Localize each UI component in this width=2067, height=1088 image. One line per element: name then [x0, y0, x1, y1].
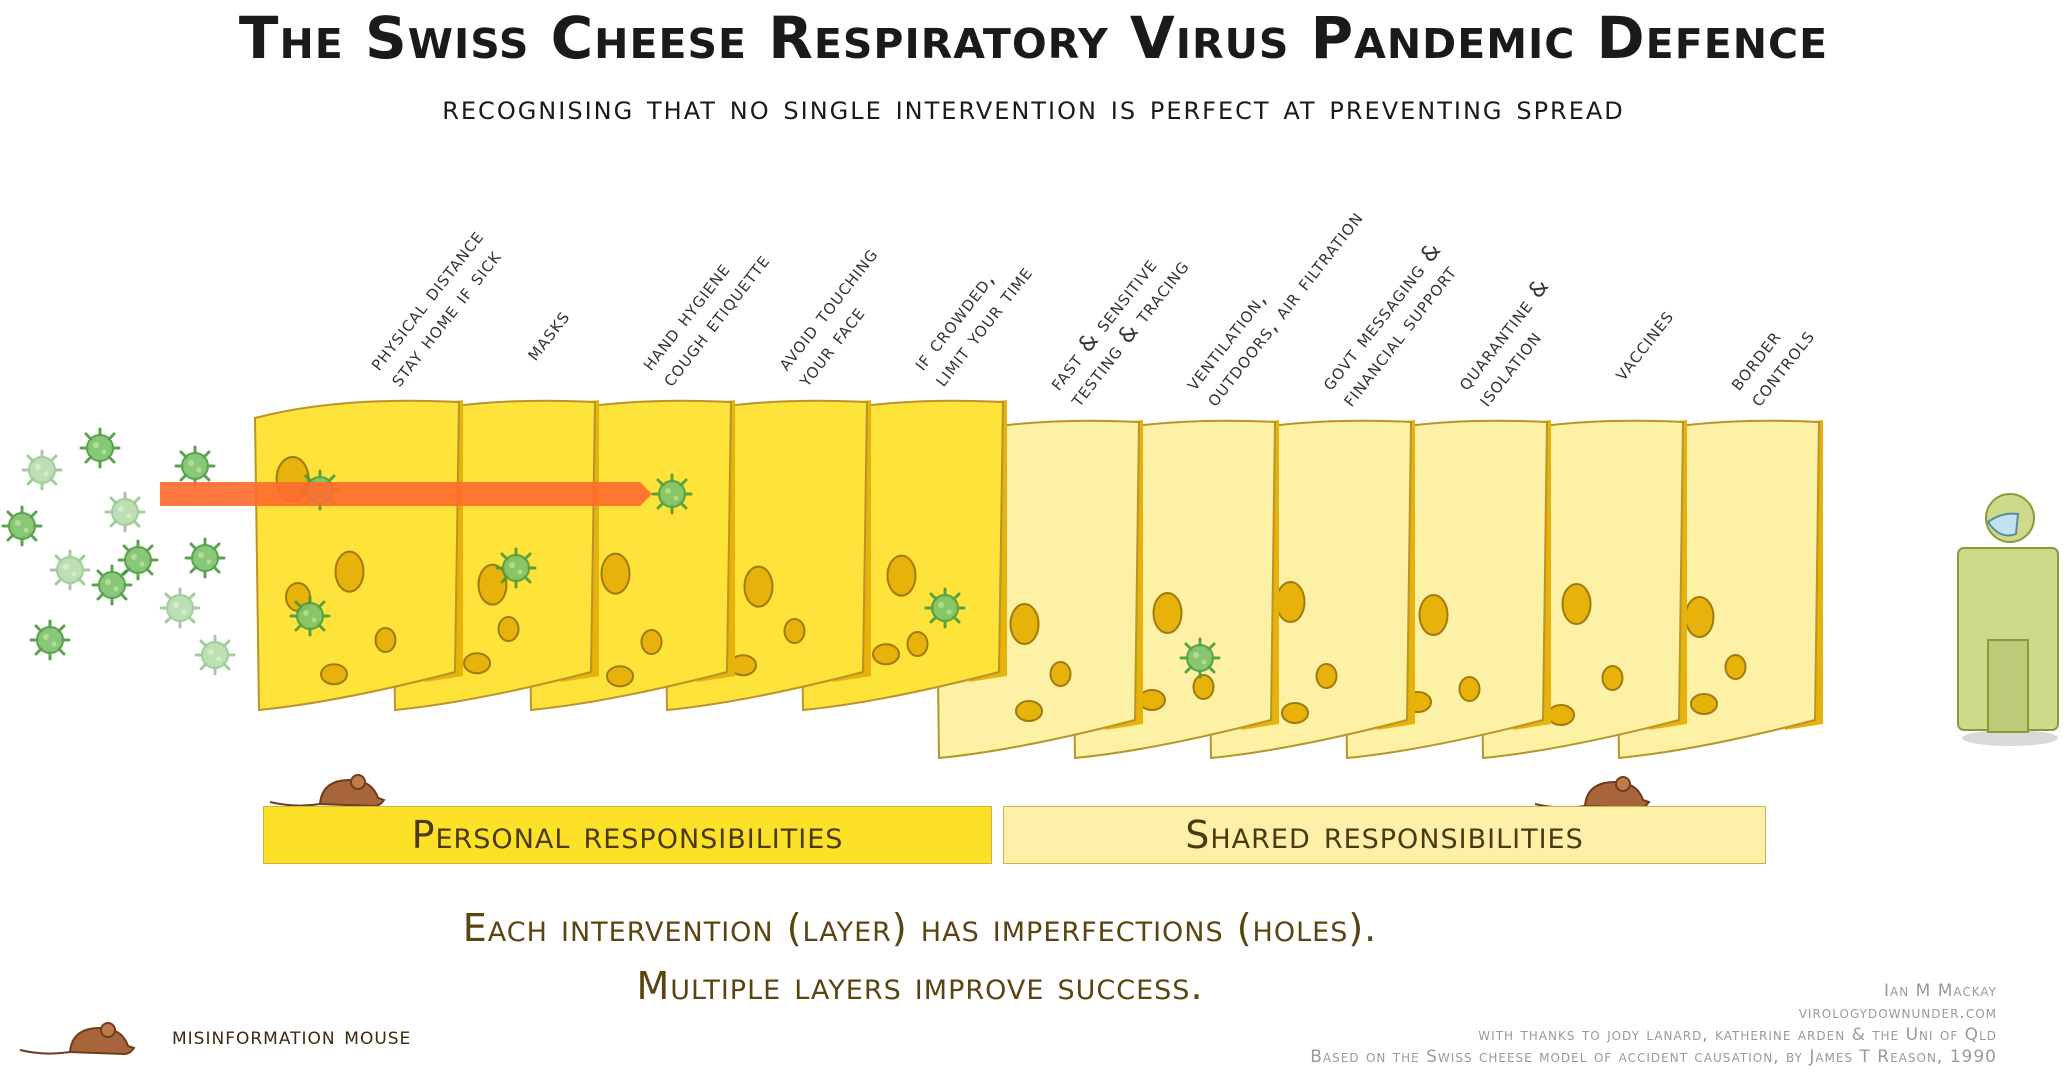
page-title: The Swiss Cheese Respiratory Virus Pande…: [238, 4, 1829, 72]
virus-icon: [495, 547, 537, 589]
virus-icon: [159, 587, 201, 629]
virus-icon: [49, 549, 91, 591]
virus-icon: [29, 619, 71, 661]
virus-icon: [651, 473, 693, 515]
personal-responsibilities-band: Personal responsibilities: [263, 806, 992, 864]
credits: Ian M Mackay virologydownunder.com with …: [1310, 980, 1997, 1068]
person-icon: [1957, 493, 2059, 746]
virus-icon: [174, 445, 216, 487]
credit-based-on: Based on the Swiss cheese model of accid…: [1310, 1047, 1997, 1067]
mouse-icon: [1534, 776, 1650, 809]
virus-icon: [924, 587, 966, 629]
legend-mouse-label: misinformation mouse: [172, 1022, 412, 1050]
virus-icon: [21, 449, 63, 491]
virus-icon: [184, 537, 226, 579]
virus-path-arrow: [160, 482, 652, 506]
credit-thanks: with thanks to jody lanard, katherine ar…: [1478, 1025, 1997, 1045]
mask-icon: [1986, 512, 2020, 537]
cheese-layer-1: [253, 399, 463, 712]
credit-site: virologydownunder.com: [1798, 1003, 1997, 1023]
shared-responsibilities-band: Shared responsibilities: [1003, 806, 1766, 864]
cheese-layers: [253, 399, 1823, 760]
virus-icon: [194, 634, 236, 676]
page-subtitle: recognising that no single intervention …: [442, 88, 1625, 128]
virus-icon: [1, 505, 43, 547]
summary-line-2: Multiple layers improve success.: [636, 964, 1204, 1008]
virus-icon: [117, 539, 159, 581]
summary-line-1: Each intervention (layer) has imperfecti…: [462, 906, 1378, 950]
virus-icon: [104, 491, 146, 533]
virus-icon: [1179, 637, 1221, 679]
mouse-icon: [19, 1022, 135, 1055]
mouse-icon: [269, 774, 385, 807]
credit-author: Ian M Mackay: [1884, 981, 1997, 1001]
virus-icon: [289, 595, 331, 637]
virus-icon: [79, 427, 121, 469]
